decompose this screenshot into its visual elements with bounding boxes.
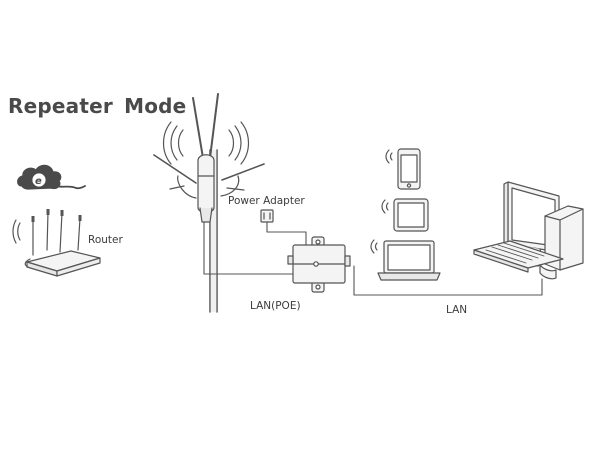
lan-label: LAN bbox=[446, 304, 468, 316]
laptop-icon bbox=[370, 239, 441, 281]
router-icon bbox=[12, 209, 101, 277]
desktop-pc-icon bbox=[473, 181, 584, 280]
cloud-e-icon: e bbox=[17, 164, 86, 190]
poe-injector-icon bbox=[287, 236, 351, 293]
cable-ap-to-poe bbox=[203, 221, 297, 275]
smartphone-icon bbox=[385, 148, 421, 190]
page-title: Repeater Mode bbox=[8, 94, 187, 118]
svg-text:e: e bbox=[35, 176, 42, 187]
power-adapter-icon bbox=[260, 209, 274, 223]
cable-adapter-to-poe bbox=[266, 221, 307, 246]
outdoor-ap-icon bbox=[153, 93, 265, 223]
power-adapter-label: Power Adapter bbox=[228, 195, 305, 207]
tablet-icon bbox=[381, 198, 429, 232]
router-label: Router bbox=[88, 234, 123, 246]
cable-poe-to-lan bbox=[353, 265, 543, 296]
lan-poe-label: LAN(POE) bbox=[250, 300, 301, 312]
